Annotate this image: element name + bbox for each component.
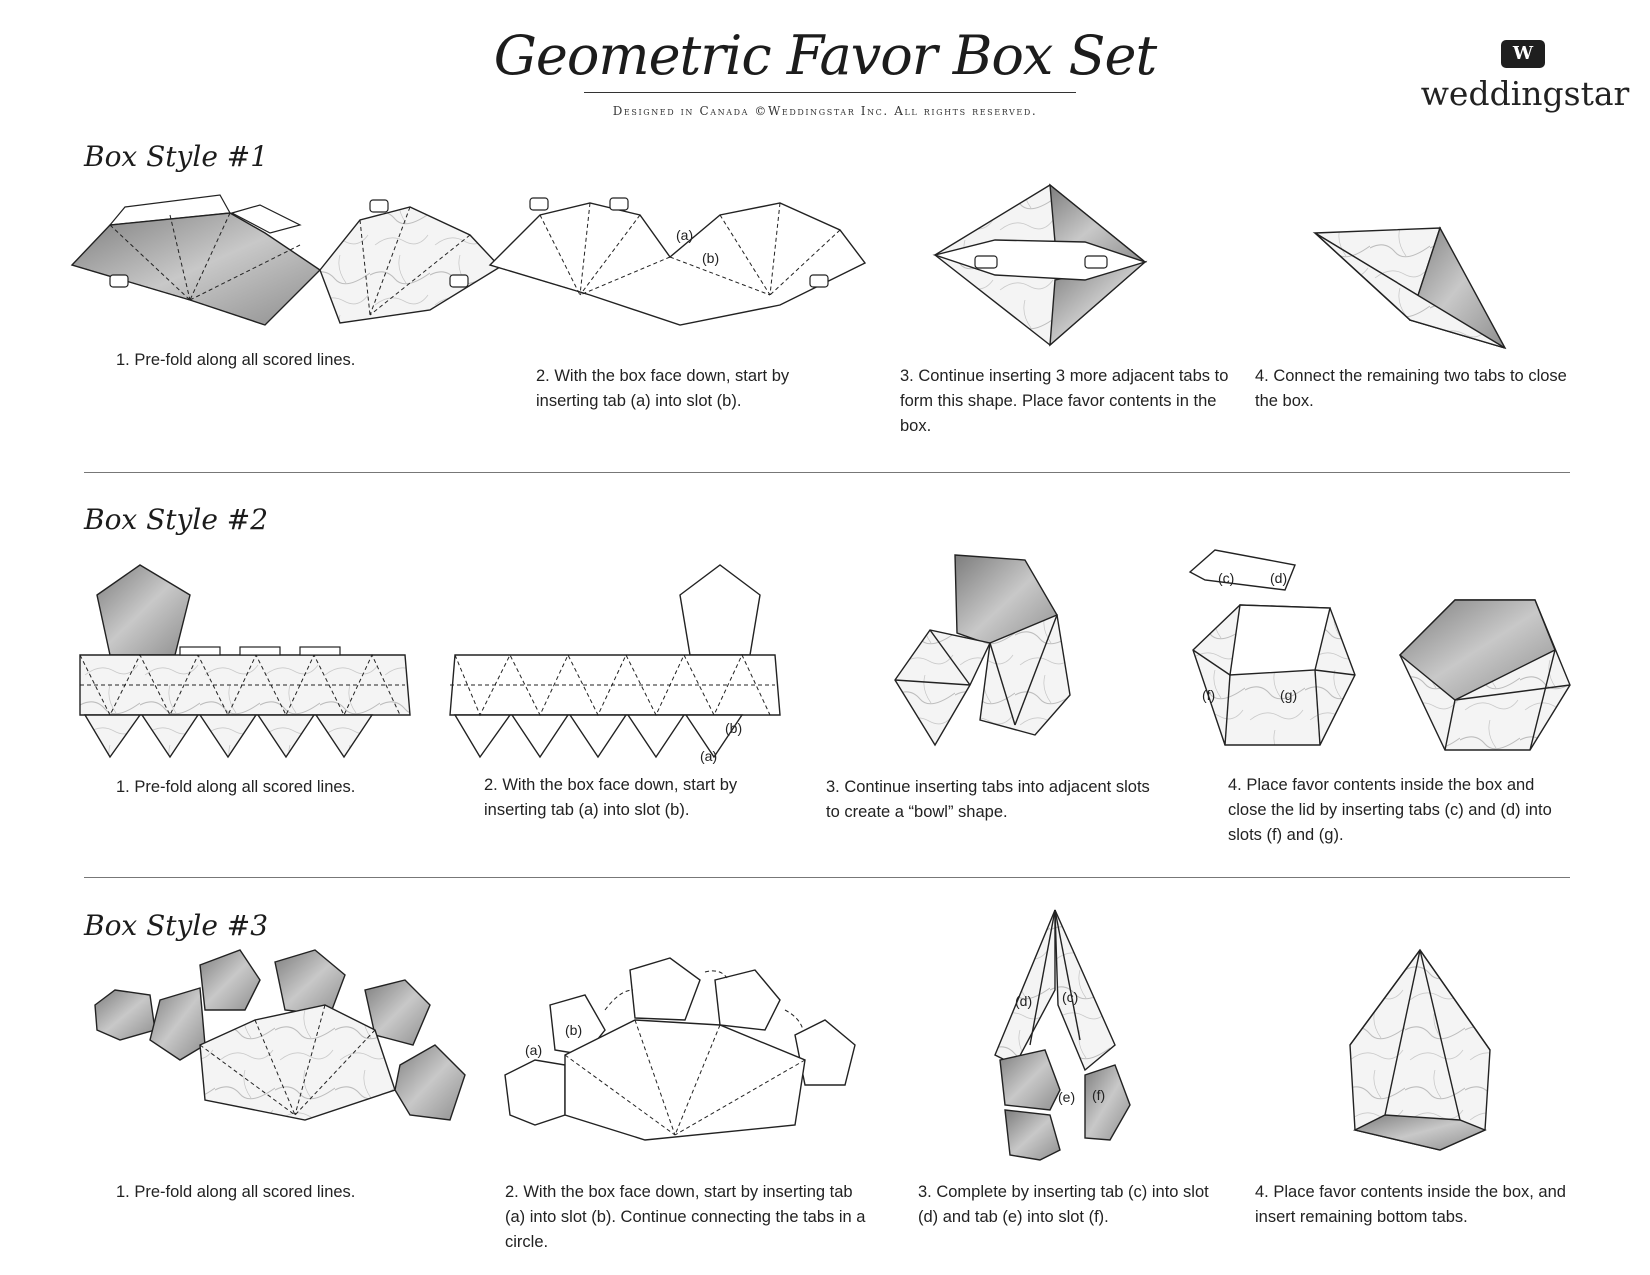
box1-step3-diagram — [932, 183, 1148, 347]
box2-step3-text: 3. Continue inserting tabs into adjacent… — [826, 778, 1150, 821]
page-title: Geometric Favor Box Set — [493, 24, 1157, 87]
box2-label-a: (a) — [700, 748, 717, 764]
section-title-box-style-1: Box Style #1 — [84, 140, 269, 173]
page-subtitle: Designed in Canada ©Weddingstar Inc. All… — [612, 104, 1038, 118]
box2-step2-text: 2. With the box face down, start by inse… — [484, 776, 738, 819]
box1-label-b: (b) — [702, 250, 719, 266]
box3-step4-text: 4. Place favor contents inside the box, … — [1255, 1183, 1566, 1226]
box3-step4-diagram — [1349, 948, 1491, 1151]
box2-step1-diagram — [79, 564, 411, 759]
box3-label-d: (d) — [1015, 993, 1032, 1009]
box2-label-c: (c) — [1218, 570, 1234, 586]
weddingstar-logo-text: weddingstar — [1420, 74, 1630, 113]
box3-step2-text: 2. With the box face down, start by inse… — [505, 1183, 866, 1251]
box1-step3-text: 3. Continue inserting 3 more adjacent ta… — [900, 367, 1229, 435]
box2-label-d: (d) — [1270, 570, 1287, 586]
box1-step2-text: 2. With the box face down, start by inse… — [536, 367, 790, 410]
box3-step1-diagram — [94, 949, 466, 1121]
box2-step2-diagram: (b) (a) — [449, 564, 781, 764]
box1-step4-diagram — [1312, 226, 1507, 350]
box3-label-a: (a) — [525, 1042, 542, 1058]
box2-step4-text: 4. Place favor contents inside the box a… — [1228, 776, 1552, 844]
section-divider — [84, 472, 1570, 473]
box1-step1-text: 1. Pre-fold along all scored lines. — [116, 351, 356, 369]
box2-label-g: (g) — [1280, 687, 1297, 703]
box2-step1-text: 1. Pre-fold along all scored lines. — [116, 778, 356, 796]
box2-step4-open-diagram: (c) (d) (f) (g) — [1188, 549, 1356, 746]
box3-step3-text: 3. Complete by inserting tab (c) into sl… — [918, 1183, 1209, 1226]
box2-step3-diagram — [894, 554, 1071, 747]
title-underline — [584, 92, 1076, 93]
box3-label-f: (f) — [1092, 1087, 1105, 1103]
box3-step1-text: 1. Pre-fold along all scored lines. — [116, 1183, 356, 1201]
box3-label-c: (c) — [1062, 989, 1078, 1005]
box3-step3-diagram: (d) (c) (e) (f) — [994, 909, 1131, 1161]
box2-step4-closed-diagram — [1398, 599, 1571, 751]
box1-step4-text: 4. Connect the remaining two tabs to clo… — [1255, 367, 1567, 410]
box3-label-e: (e) — [1058, 1089, 1075, 1105]
section-title-box-style-3: Box Style #3 — [84, 909, 269, 942]
box2-label-b: (b) — [725, 720, 742, 736]
box3-label-b: (b) — [565, 1022, 582, 1038]
box2-label-f: (f) — [1202, 687, 1215, 703]
weddingstar-logo-icon: W — [1501, 40, 1545, 68]
section-title-box-style-2: Box Style #2 — [84, 503, 269, 536]
box1-step1-diagram — [70, 194, 502, 326]
box3-step2-diagram: (b) (a) — [504, 957, 856, 1141]
box1-step2-diagram: (a) (b) — [488, 197, 867, 326]
box1-label-a: (a) — [676, 227, 693, 243]
section-divider — [84, 877, 1570, 878]
